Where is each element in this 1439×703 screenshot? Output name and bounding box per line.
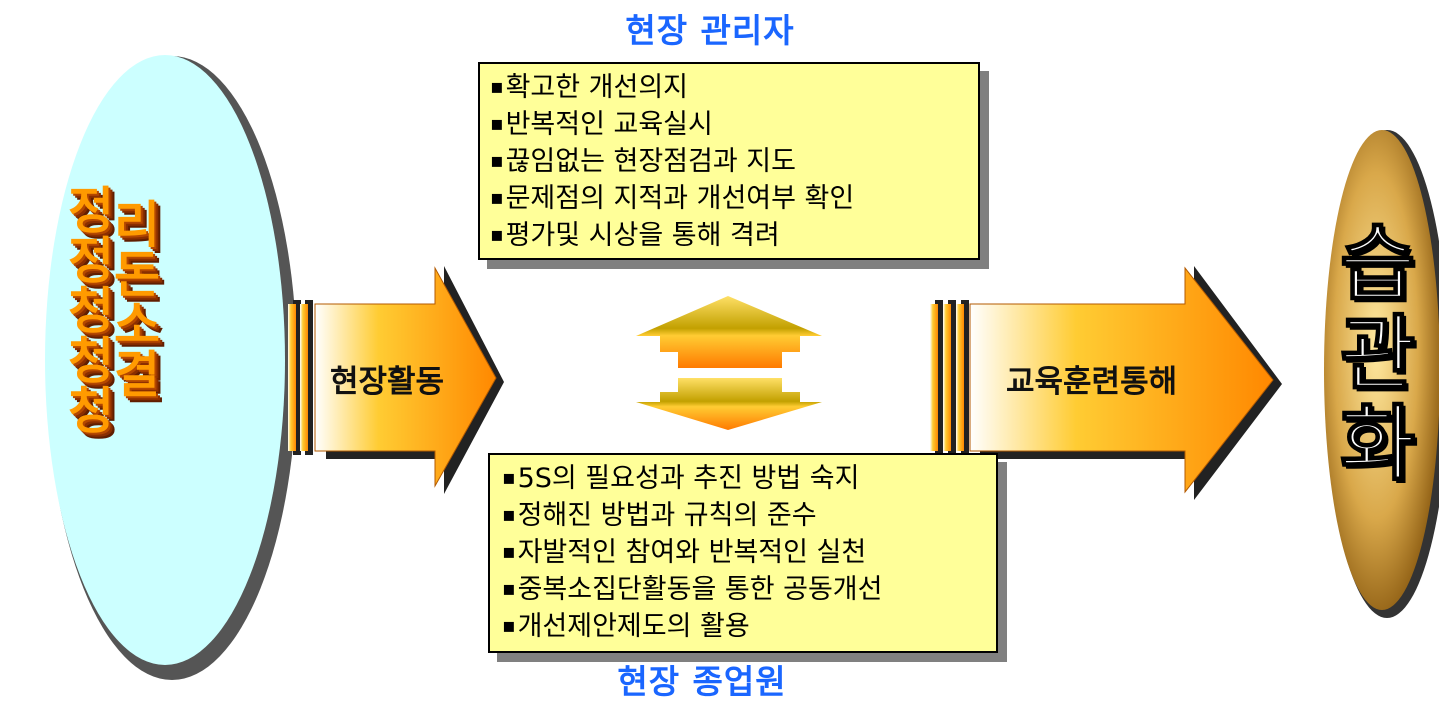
list-item: 반복적인 교육실시: [490, 107, 978, 144]
worker-actions-box: 5S의 필요성과 추진 방법 숙지 정해진 방법과 규칙의 준수 자발적인 참여…: [488, 453, 998, 653]
list-item: 끊임없는 현장점검과 지도: [490, 144, 978, 181]
list-item: 자발적인 참여와 반복적인 실천: [502, 535, 996, 572]
oval-char: 돈: [114, 246, 160, 304]
list-item: 정해진 방법과 규칙의 준수: [502, 498, 996, 535]
right-arrow: [930, 266, 1282, 500]
oval-char: 소: [114, 296, 160, 354]
list-item: 개선제안제도의 활용: [502, 609, 996, 646]
oval-char: 청: [68, 382, 114, 440]
list-item: 확고한 개선의지: [490, 70, 978, 107]
left-oval-column-1: 정 정 청 청 청: [68, 186, 114, 436]
worker-role-label: 현장 종업원: [617, 662, 787, 701]
oval-char: 관: [1339, 307, 1416, 402]
oval-char: 리: [114, 196, 160, 254]
field-activity-label: 현장활동: [330, 364, 445, 400]
oval-char: 정: [68, 182, 114, 240]
training-label: 교육훈련통해: [1006, 364, 1178, 400]
right-oval: [1324, 130, 1439, 618]
list-item: 평가및 시상을 통해 격려: [490, 218, 978, 255]
manager-actions-box: 확고한 개선의지 반복적인 교육실시 끊임없는 현장점검과 지도 문제점의 지적…: [478, 62, 980, 260]
oval-char: 청: [68, 332, 114, 390]
list-item: 중복소집단활동을 통한 공동개선: [502, 572, 996, 609]
manager-role-label: 현장 관리자: [625, 11, 795, 50]
left-arrow: [288, 266, 504, 494]
list-item: 5S의 필요성과 추진 방법 숙지: [502, 461, 996, 498]
oval-char: 습: [1339, 217, 1416, 312]
left-oval: [45, 55, 297, 680]
oval-char: 결: [114, 346, 160, 404]
right-oval-text: 습 관 화: [1339, 217, 1416, 494]
list-item: 문제점의 지적과 개선여부 확인: [490, 181, 978, 218]
oval-char: 청: [68, 282, 114, 340]
updown-arrow: [636, 296, 822, 430]
oval-char: 화: [1339, 397, 1416, 492]
oval-char: 정: [68, 232, 114, 290]
left-oval-column-2: 리 돈 소 결: [114, 200, 160, 400]
